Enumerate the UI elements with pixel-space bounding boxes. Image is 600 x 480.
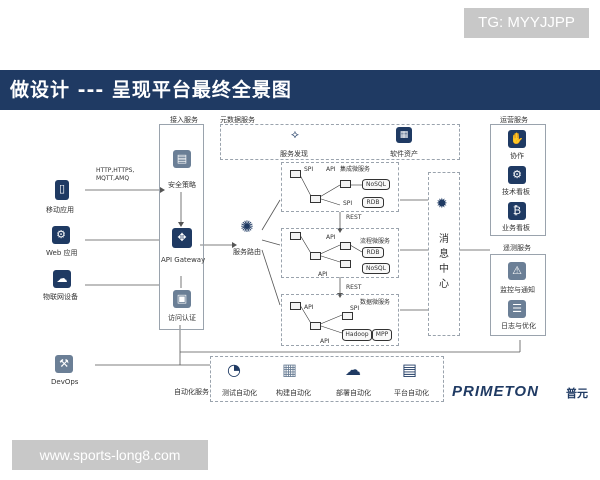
api-label: API (326, 234, 336, 241)
service-cube (342, 312, 353, 320)
mobile-icon: ▯ (55, 180, 69, 200)
gear-icon: ⚙ (508, 166, 526, 184)
log-icon: ☰ (508, 300, 526, 318)
service-cube (290, 302, 301, 310)
spi-label: SPI (304, 166, 314, 173)
watermark-url: www.sports-long8.com (12, 440, 208, 470)
cubes-icon: ▦ (282, 360, 298, 379)
rest-label: REST (346, 284, 362, 291)
id-card-icon: ▣ (173, 290, 191, 308)
monitor-section-label: 遥测服务 (503, 244, 531, 252)
service-routing-label: 服务路由 (233, 248, 261, 256)
data-title: 数据微服务 (360, 299, 391, 306)
devops-label: DevOps (51, 378, 79, 386)
metadata-section-label: 元数据服务 (220, 116, 255, 124)
api-label: API (304, 304, 314, 311)
service-cube (310, 195, 321, 203)
integration-microservice-box (281, 162, 399, 212)
spi-label-2: SPI (343, 200, 353, 207)
ops-section-label: 运营服务 (500, 116, 528, 124)
service-cube (340, 242, 351, 250)
page-title: 做设计 --- 呈现平台最终全景图 (10, 79, 292, 101)
routing-icon: ✺ (240, 217, 254, 236)
nosql-store: NoSQL (362, 179, 390, 190)
software-assets-label: 软件资产 (390, 150, 418, 158)
service-cube (290, 232, 301, 240)
monitor-alert-icon: ⚠ (508, 262, 526, 280)
software-assets-icon: ▦ (396, 127, 412, 143)
hadoop-store: Hadoop (342, 329, 372, 341)
access-section-label: 接入服务 (170, 116, 198, 124)
discovery-icon: ⟡ (291, 127, 299, 141)
rdb-store: RDB (362, 247, 384, 258)
web-icon: ⚙ (52, 226, 70, 244)
log-optimize-label: 日志与优化 (501, 322, 536, 330)
api-gateway-label: API Gateway (161, 256, 206, 264)
access-service-box (159, 124, 204, 330)
message-hub-icon: ✹ (436, 196, 448, 212)
title-bar (0, 70, 600, 110)
metadata-service-box (220, 124, 460, 160)
server-rack-icon: ▤ (402, 360, 418, 379)
cloud-icon: ☁ (53, 270, 71, 288)
web-app-label: Web 应用 (46, 249, 78, 257)
integration-title: 集成微服务 (340, 166, 371, 173)
mpp-store: MPP (372, 329, 392, 341)
devops-icon: ⚒ (55, 355, 73, 373)
cloud-gear-icon: ☁ (345, 360, 361, 379)
access-auth-label: 访问认证 (168, 314, 196, 322)
nosql-store: NoSQL (362, 263, 390, 274)
protocols-label: HTTP,HTTPS, MQTT,AMQ (96, 167, 135, 182)
service-cube (310, 322, 321, 330)
api-label-2: API (318, 271, 328, 278)
message-center-label: 消息中心 (439, 234, 449, 290)
bitcoin-icon: ₿ (508, 202, 526, 220)
rest-label: REST (346, 214, 362, 221)
service-discovery-label: 服务发现 (280, 150, 308, 158)
telegram-badge: TG: MYYJJPP (464, 8, 589, 38)
gauge-icon: ◔ (227, 360, 241, 379)
scroll-icon: ▤ (173, 150, 191, 168)
gateway-icon: ✥ (172, 228, 192, 248)
collaboration-label: 协作 (510, 152, 524, 160)
data-microservice-box (281, 294, 399, 346)
monitor-notify-label: 监控与通知 (500, 286, 535, 294)
service-cube (340, 260, 351, 268)
service-cube (340, 180, 351, 188)
business-board-label: 业务看板 (502, 224, 530, 232)
rdb-store: RDB (362, 197, 384, 208)
platform-automation-label: 平台自动化 (394, 389, 429, 397)
service-cube (290, 170, 301, 178)
build-automation-label: 构建自动化 (276, 389, 311, 397)
api-label-2: API (320, 338, 330, 345)
tech-board-label: 技术看板 (502, 188, 530, 196)
process-microservice-box (281, 228, 399, 278)
security-policy-label: 安全策略 (168, 181, 196, 189)
primeton-logo: PRIMETON (452, 383, 539, 400)
message-center-box (428, 172, 460, 336)
primeton-cn-logo: 普元 (566, 387, 588, 400)
spi-label: SPI (350, 305, 360, 312)
automation-service-box (210, 356, 444, 402)
service-cube (310, 252, 321, 260)
process-title: 流程微服务 (360, 238, 391, 245)
ops-service-box (490, 124, 546, 236)
automation-section-label: 自动化服务 (174, 388, 209, 396)
deploy-automation-label: 部署自动化 (336, 389, 371, 397)
mobile-app-label: 移动应用 (46, 206, 74, 214)
monitor-service-box (490, 254, 546, 336)
handshake-icon: ✋ (508, 130, 526, 148)
iot-device-label: 物联网设备 (43, 293, 78, 301)
api-label: API (326, 166, 336, 173)
test-automation-label: 测试自动化 (222, 389, 257, 397)
